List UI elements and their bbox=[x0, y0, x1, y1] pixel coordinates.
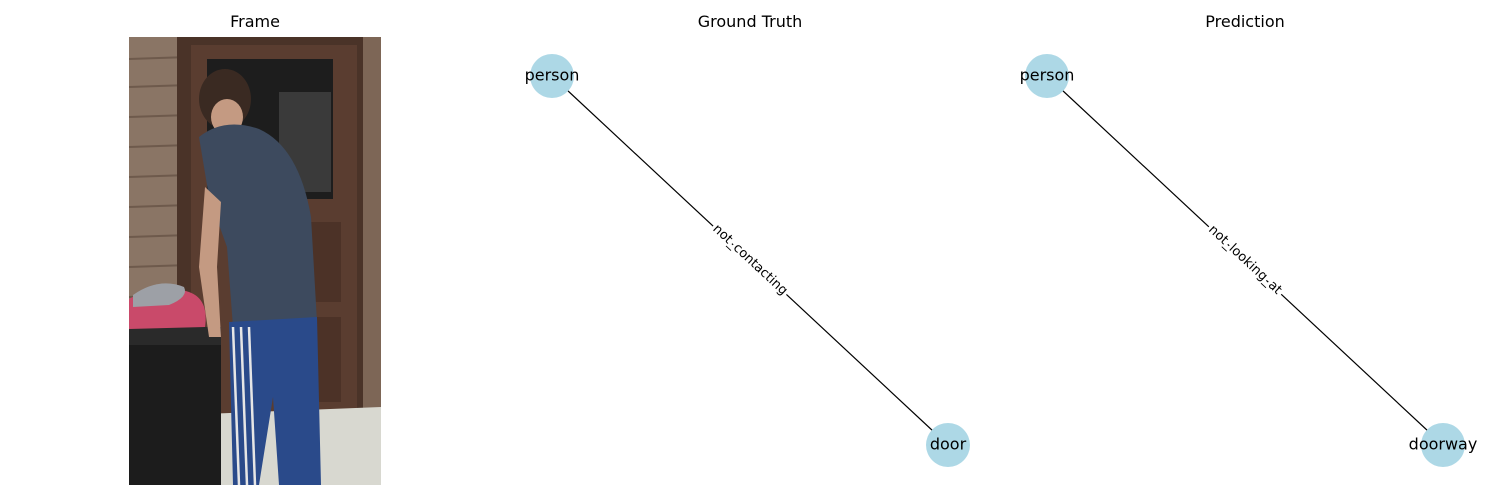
pred-edge-line bbox=[1046, 75, 1444, 446]
gt-edge-line bbox=[551, 75, 949, 446]
frame-panel-title: Frame bbox=[230, 12, 280, 31]
gt-node-door bbox=[926, 423, 970, 467]
prediction-panel-title: Prediction bbox=[1205, 12, 1285, 31]
pred-node-doorway bbox=[1421, 423, 1465, 467]
gt-node-person-label: person bbox=[525, 66, 580, 85]
ground-truth-graph: not_contacting person door bbox=[525, 54, 970, 467]
video-frame-image bbox=[129, 37, 381, 485]
gt-node-door-label: door bbox=[930, 435, 967, 454]
pred-node-doorway-label: doorway bbox=[1409, 435, 1478, 454]
ground-truth-panel-title: Ground Truth bbox=[697, 12, 803, 31]
pred-node-person-label: person bbox=[1020, 66, 1075, 85]
pred-edge-label: not_looking_at bbox=[1205, 222, 1284, 297]
gt-node-person bbox=[530, 54, 574, 98]
pred-node-person bbox=[1025, 54, 1069, 98]
gt-edge-label: not_contacting bbox=[710, 222, 791, 299]
prediction-graph: not_looking_at person doorway bbox=[1020, 54, 1478, 467]
